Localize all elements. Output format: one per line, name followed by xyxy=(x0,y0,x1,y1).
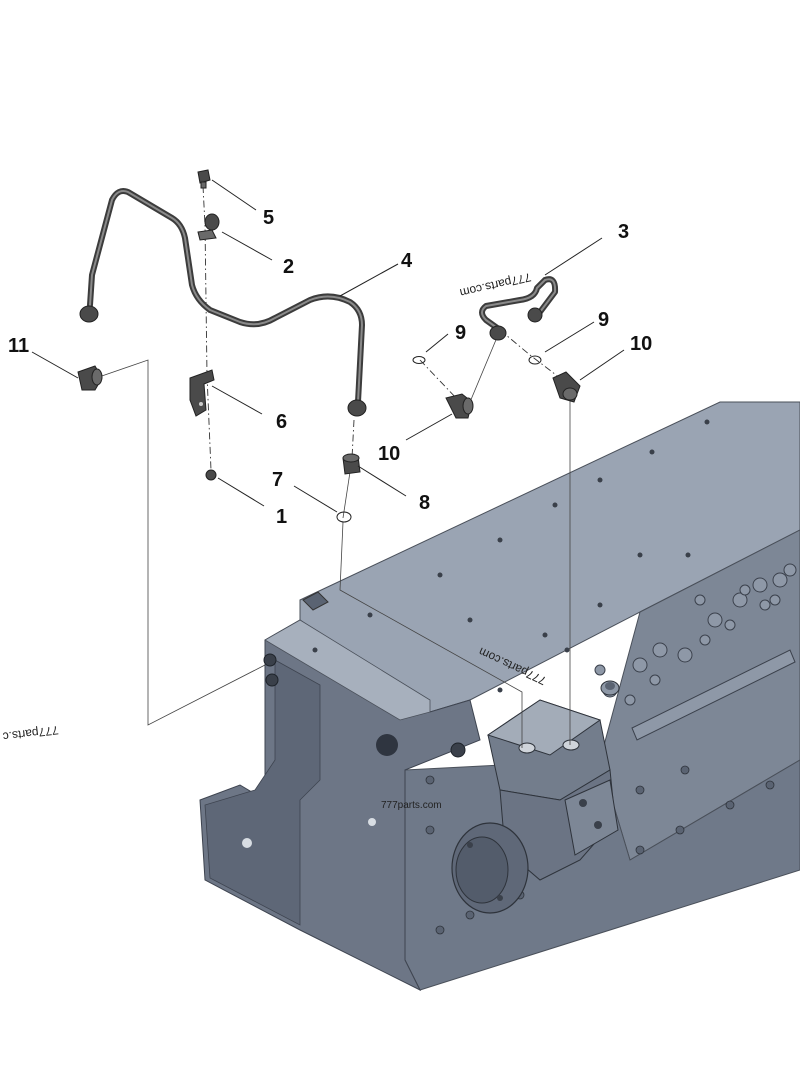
pump-bolt-1 xyxy=(579,799,587,807)
part-2-clamp xyxy=(197,213,220,241)
block-front-recess xyxy=(204,659,321,926)
pump-drive-face xyxy=(455,836,509,904)
deck-fitting xyxy=(600,680,620,696)
part-7-oring xyxy=(336,511,352,523)
part-9-oring-right xyxy=(528,355,542,365)
block-front-ledge xyxy=(264,619,431,721)
pump-bolt-2 xyxy=(594,821,602,829)
front-port-6 xyxy=(450,742,466,758)
part-3-tube xyxy=(479,276,559,341)
part-9-oring-left xyxy=(412,356,426,364)
part-6-bracket xyxy=(189,369,215,417)
callout-9-right: 9 xyxy=(598,309,609,331)
engine-block xyxy=(199,401,800,992)
callout-10-right: 10 xyxy=(630,333,652,355)
callout-11: 11 xyxy=(8,335,29,357)
front-port-4 xyxy=(263,653,277,667)
tube-4-nut-left xyxy=(79,305,99,323)
pump-port-right xyxy=(562,739,580,751)
front-port-5 xyxy=(265,673,279,687)
pump-bolt-3 xyxy=(467,842,473,848)
callout-9-left: 9 xyxy=(455,322,466,344)
deck-holes xyxy=(312,419,710,693)
block-lug xyxy=(302,591,329,611)
pump-bolt-4 xyxy=(497,895,503,901)
watermark-bottom: 777parts.com xyxy=(381,800,442,811)
pump-port-left xyxy=(518,742,536,754)
pump-flange xyxy=(564,779,619,856)
part-10-elbow-right xyxy=(552,371,581,403)
lower-bolts xyxy=(425,765,775,935)
front-port-3 xyxy=(368,818,376,826)
front-port-1 xyxy=(376,734,398,756)
side-rail-bar xyxy=(631,649,796,741)
tube-4-nut-right xyxy=(347,399,367,417)
watermark-top: 777parts.com xyxy=(458,270,532,300)
watermark-left: 777parts.c xyxy=(2,723,59,744)
part-4-tube xyxy=(79,188,367,417)
part-8-adapter xyxy=(342,453,361,475)
callout-1: 1 xyxy=(276,506,287,528)
callout-8: 8 xyxy=(419,492,430,514)
callout-2: 2 xyxy=(283,256,294,278)
pump-unit xyxy=(451,699,619,914)
part-1-nut xyxy=(205,469,217,481)
callout-6: 6 xyxy=(276,411,287,433)
callout-7: 7 xyxy=(272,469,283,491)
part-11-elbow xyxy=(77,365,103,391)
callout-10-left: 10 xyxy=(378,443,400,465)
part-10-elbow-left xyxy=(445,393,474,419)
leader-lines xyxy=(31,179,625,513)
callout-5: 5 xyxy=(263,207,274,229)
callout-3: 3 xyxy=(618,221,629,243)
callout-4: 4 xyxy=(401,250,413,272)
front-port-2 xyxy=(242,838,252,848)
part-5-bolt xyxy=(197,169,211,189)
assembly-lines xyxy=(95,185,571,748)
